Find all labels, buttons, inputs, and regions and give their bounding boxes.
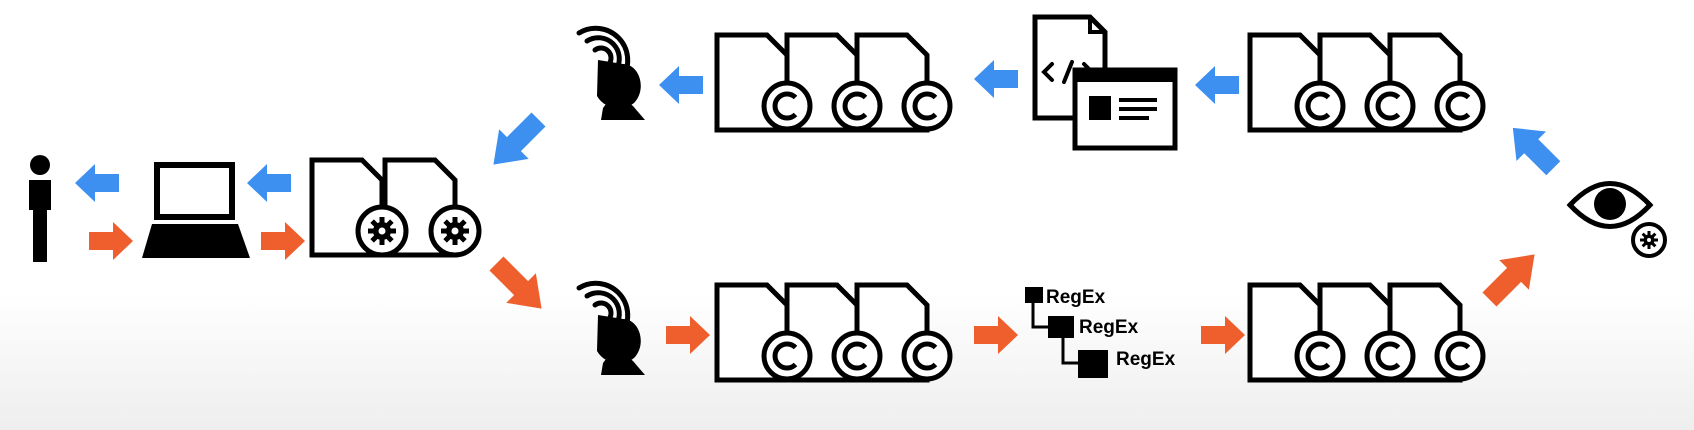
return-arrow	[1498, 113, 1569, 184]
outbound-arrow	[974, 316, 1018, 354]
return-arrow	[247, 164, 291, 202]
outbound-arrow	[261, 222, 305, 260]
outbound-arrow	[89, 222, 133, 260]
eye-gear-icon	[1566, 181, 1667, 258]
return-arrow	[75, 164, 119, 202]
outbound-arrow	[1474, 239, 1550, 315]
document-copyright-icon	[717, 285, 950, 383]
regex-label: RegEx	[1046, 287, 1106, 308]
satellite-dish-icon	[579, 283, 645, 375]
outbound-arrow	[481, 248, 557, 324]
code-webpage-icon	[1032, 14, 1178, 151]
satellite-dish-icon	[579, 28, 645, 120]
document-copyright-icon	[717, 35, 950, 133]
document-copyright-icon	[1250, 285, 1483, 383]
return-arrow	[974, 60, 1018, 98]
person-icon	[29, 155, 51, 262]
regex-tree-icon: RegEx RegEx RegEx	[1025, 287, 1176, 378]
return-arrow	[1195, 66, 1239, 104]
outbound-arrow	[1201, 316, 1245, 354]
regex-label: RegEx	[1116, 349, 1176, 370]
return-arrow	[478, 104, 554, 180]
document-copyright-icon	[1250, 35, 1483, 133]
outbound-arrow	[666, 316, 710, 354]
document-gear-icon	[312, 160, 479, 258]
regex-label: RegEx	[1079, 317, 1139, 338]
return-arrow	[659, 66, 703, 104]
laptop-icon	[142, 162, 250, 258]
